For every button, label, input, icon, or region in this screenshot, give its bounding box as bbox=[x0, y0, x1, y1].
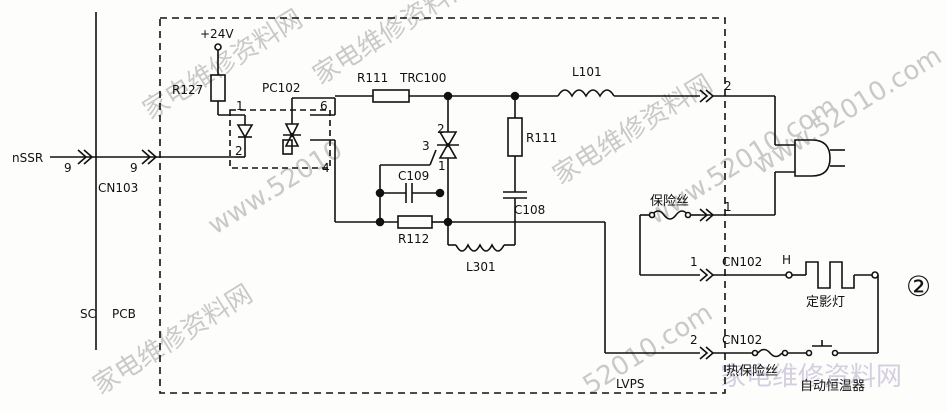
l101-label: L101 bbox=[572, 65, 602, 79]
watermark: 家电维修资料网 bbox=[88, 279, 258, 401]
watermark: www.52010.com bbox=[748, 41, 947, 181]
fixing-lamp bbox=[805, 261, 872, 289]
nssr-label: nSSR bbox=[12, 151, 43, 165]
r111-label: R111 bbox=[357, 71, 388, 85]
v24-label: +24V bbox=[200, 27, 234, 41]
cn102-pin2-label: 2 bbox=[690, 333, 698, 347]
l301-inductor bbox=[455, 243, 505, 252]
watermark: www.52010 bbox=[203, 135, 348, 241]
c108-label: C108 bbox=[514, 203, 545, 217]
sc-label: SC bbox=[80, 307, 96, 321]
watermark: 家电维修资料网 bbox=[548, 69, 718, 191]
pin9-label: 9 bbox=[130, 161, 138, 175]
thermostat-label: 自动恒温器 bbox=[800, 379, 865, 394]
r112-resistor bbox=[397, 215, 433, 229]
pcb-label: PCB bbox=[112, 307, 136, 321]
watermark: 家电维修资料网 bbox=[720, 362, 902, 392]
watermark: 52010.com bbox=[578, 298, 718, 401]
plug-pin2-label: 2 bbox=[724, 79, 732, 93]
r111-bleeder-resistor bbox=[507, 117, 523, 157]
pin9-label: 9 bbox=[64, 161, 72, 175]
ac-plug bbox=[794, 139, 845, 177]
pin4-label: 4 bbox=[322, 161, 330, 175]
labels: +24V R127 PC102 R111 TRC100 L101 nSSR 9 … bbox=[12, 27, 931, 394]
fuse bbox=[651, 210, 689, 220]
fuse-label: 保险丝 bbox=[650, 194, 689, 209]
pc102-label: PC102 bbox=[262, 81, 301, 95]
triac-pin2-label: 2 bbox=[437, 122, 445, 136]
circled-2-label: ② bbox=[906, 270, 931, 303]
watermark: 家电维修资料网 bbox=[138, 4, 308, 126]
pc102-box bbox=[229, 109, 331, 169]
r111-series-resistor bbox=[372, 89, 410, 103]
pin2-label: 2 bbox=[235, 144, 243, 158]
r111-bleeder-label: R111 bbox=[526, 131, 557, 145]
pin1-label: 1 bbox=[236, 99, 244, 113]
cn102-label: CN102 bbox=[722, 255, 762, 269]
cn103-label: CN103 bbox=[98, 181, 138, 195]
r112-label: R112 bbox=[398, 232, 429, 246]
h-label: H bbox=[782, 253, 791, 267]
thermal-fuse bbox=[757, 348, 783, 358]
c109-label: C109 bbox=[398, 169, 429, 183]
triac-pin1-label: 1 bbox=[438, 159, 446, 173]
fuse-pin-label: 1 bbox=[724, 200, 732, 214]
trc100-label: TRC100 bbox=[399, 71, 446, 85]
r127-label: R127 bbox=[172, 83, 203, 97]
watermark: 家电维修资料网 bbox=[308, 0, 478, 91]
led-diode bbox=[236, 124, 254, 139]
l301-label: L301 bbox=[466, 260, 496, 274]
pin6-label: 6 bbox=[320, 99, 328, 113]
cn103-connector bbox=[77, 149, 158, 165]
trc100-triac bbox=[438, 131, 458, 148]
watermarks: 家电维修资料网 www.52010 家电维修资料网 www.52010.com … bbox=[88, 0, 947, 401]
triac-pin3-label: 3 bbox=[422, 139, 430, 153]
opto-triac bbox=[282, 139, 293, 155]
thermal-fuse-label: 热保险丝 bbox=[726, 364, 778, 379]
l101-inductor bbox=[557, 89, 615, 98]
lvps-label: LVPS bbox=[616, 377, 644, 391]
lvps-box bbox=[159, 17, 726, 394]
v24-terminal bbox=[214, 43, 222, 51]
cn102-pin1-label: 1 bbox=[690, 255, 698, 269]
cn102-label: CN102 bbox=[722, 333, 762, 347]
lamp-label: 定影灯 bbox=[806, 295, 845, 310]
